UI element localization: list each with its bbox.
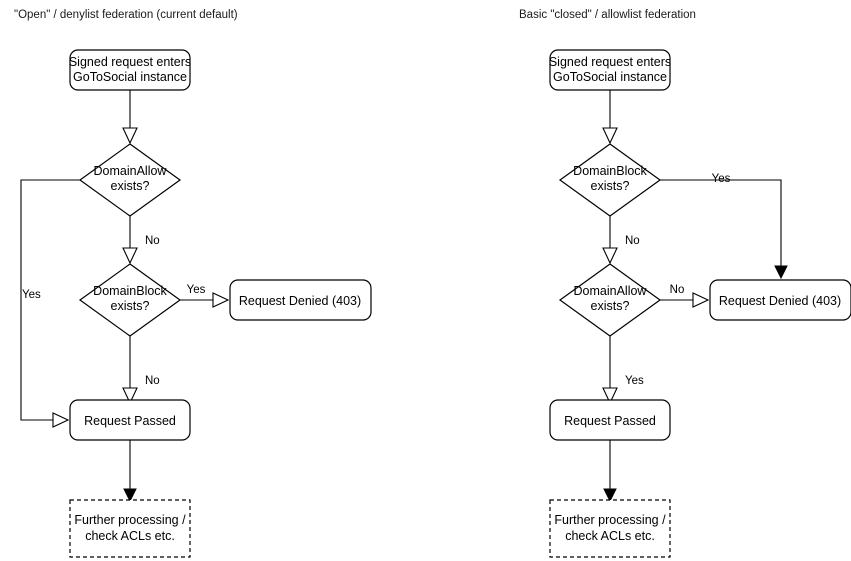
arrowhead-hollow — [602, 247, 618, 265]
start-label-line1-right: Signed request enters — [549, 55, 671, 69]
edge-label-domainblock-no-left: No — [145, 375, 160, 387]
node-decision-domainallow-left: DomainAllow exists? — [78, 143, 182, 217]
diagram-closed-allowlist: Basic "closed" / allowlist federation Si… — [519, 9, 851, 558]
edge-start-to-domainallow-left — [122, 90, 138, 145]
node-decision-domainallow-right: DomainAllow exists? — [558, 263, 662, 337]
request-denied-label-left: Request Denied (403) — [239, 294, 361, 308]
request-passed-label-left: Request Passed — [84, 414, 176, 428]
edge-domainallow-no-left: No — [122, 216, 160, 265]
edge-domainblock-yes-right: Yes — [660, 173, 788, 280]
edge-domainallow-no-right: No — [660, 284, 710, 308]
edge-line — [20, 179, 80, 421]
arrowhead-hollow — [52, 412, 70, 428]
domainblock-label-line2-right: exists? — [591, 179, 630, 193]
node-start-left: Signed request enters GoToSocial instanc… — [69, 49, 191, 91]
node-further-processing-left: Further processing / check ACLs etc. — [69, 499, 191, 558]
further-processing-box-right — [549, 499, 671, 558]
edge-domainallow-yes-left: Yes — [20, 179, 80, 428]
edge-start-to-domainblock-right — [602, 90, 618, 145]
node-further-processing-right: Further processing / check ACLs etc. — [549, 499, 671, 558]
node-request-denied-right: Request Denied (403) — [709, 279, 851, 321]
arrowhead-hollow — [122, 387, 138, 405]
further-processing-box-left — [69, 499, 191, 558]
diagram-open-denylist: "Open" / denylist federation (current de… — [14, 9, 372, 558]
start-label-line1-left: Signed request enters — [69, 55, 191, 69]
arrowhead-hollow — [602, 127, 618, 145]
edge-domainallow-yes-right: Yes — [602, 336, 644, 405]
edge-label-domainblock-yes-right: Yes — [712, 173, 731, 185]
node-request-denied-left: Request Denied (403) — [229, 279, 372, 321]
edge-domainblock-yes-left: Yes — [180, 284, 230, 308]
edge-domainblock-no-right: No — [602, 216, 640, 265]
node-decision-domainblock-right: DomainBlock exists? — [558, 143, 662, 217]
edge-label-domainallow-yes-right: Yes — [625, 375, 644, 387]
arrowhead-hollow — [122, 247, 138, 265]
further-processing-line1-right: Further processing / — [554, 513, 666, 527]
domainallow-label-line2-left: exists? — [111, 179, 150, 193]
request-denied-label-right: Request Denied (403) — [719, 294, 841, 308]
node-request-passed-left: Request Passed — [69, 399, 191, 441]
node-start-right: Signed request enters GoToSocial instanc… — [549, 49, 671, 91]
edge-label-domainallow-no-left: No — [145, 235, 160, 247]
domainblock-label-line1-right: DomainBlock — [573, 164, 647, 178]
start-label-line2-right: GoToSocial instance — [553, 70, 667, 84]
edge-domainblock-no-left: No — [122, 336, 160, 405]
request-passed-label-right: Request Passed — [564, 414, 656, 428]
arrowhead-solid — [603, 488, 617, 503]
node-request-passed-right: Request Passed — [549, 399, 671, 441]
arrowhead-hollow — [602, 387, 618, 405]
arrowhead-solid — [123, 488, 137, 503]
diagram-title-right: Basic "closed" / allowlist federation — [519, 9, 696, 21]
further-processing-line1-left: Further processing / — [74, 513, 186, 527]
arrowhead-hollow — [692, 292, 710, 308]
edge-passed-to-further-right — [603, 440, 617, 503]
edge-label-domainallow-yes-left: Yes — [22, 289, 41, 301]
edge-line — [660, 179, 782, 274]
arrowhead-solid — [774, 265, 788, 280]
request-denied-box-left — [229, 279, 372, 321]
edge-passed-to-further-left — [123, 440, 137, 503]
arrowhead-hollow — [122, 127, 138, 145]
edge-label-domainblock-yes-left: Yes — [187, 284, 206, 296]
domainallow-label-line1-right: DomainAllow — [574, 284, 648, 298]
node-decision-domainblock-left: DomainBlock exists? — [78, 263, 182, 337]
further-processing-line2-left: check ACLs etc. — [85, 529, 175, 543]
domainblock-label-line2-left: exists? — [111, 299, 150, 313]
start-label-line2-left: GoToSocial instance — [73, 70, 187, 84]
edge-label-domainallow-no-right: No — [670, 284, 685, 296]
diagram-title-left: "Open" / denylist federation (current de… — [14, 9, 238, 21]
domainallow-label-line1-left: DomainAllow — [94, 164, 168, 178]
arrowhead-hollow — [212, 292, 230, 308]
edge-label-domainblock-no-right: No — [625, 235, 640, 247]
domainallow-label-line2-right: exists? — [591, 299, 630, 313]
domainblock-label-line1-left: DomainBlock — [93, 284, 167, 298]
further-processing-line2-right: check ACLs etc. — [565, 529, 655, 543]
request-denied-box-right — [709, 279, 851, 321]
